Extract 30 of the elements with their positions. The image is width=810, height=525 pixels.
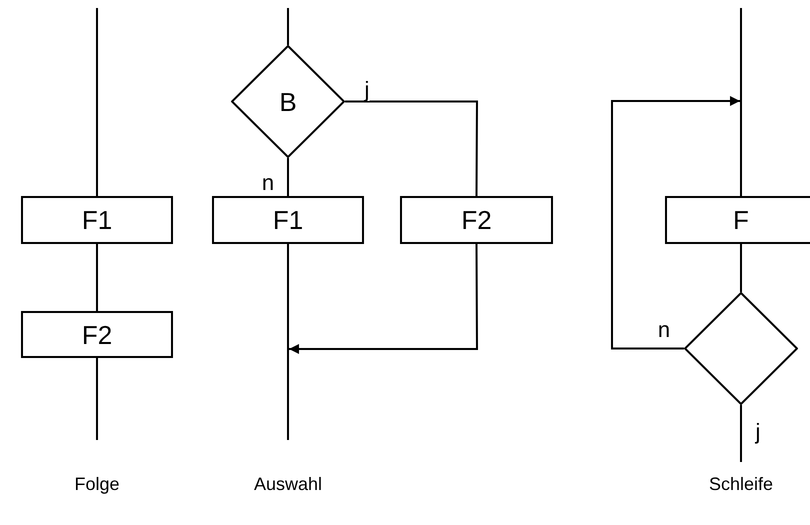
connector-line: [96, 244, 98, 311]
connector-line: [740, 405, 742, 462]
connector-line: [96, 8, 98, 196]
process-box: [400, 196, 553, 244]
connector-line: [345, 100, 478, 196]
edge-label: j: [756, 421, 760, 443]
connector-line: [96, 358, 98, 440]
process-box: [665, 196, 810, 244]
process-box: [21, 196, 173, 244]
process-box: [21, 311, 173, 358]
node-text: B: [279, 88, 297, 114]
node-text: F1: [272, 207, 304, 233]
connector-line: [287, 158, 289, 196]
caption-text: Schleife: [708, 475, 774, 493]
connector-line: [287, 8, 289, 45]
node-text: F: [733, 207, 749, 233]
node-text: F1: [82, 207, 112, 233]
connector-line: [740, 244, 742, 292]
caption-text: Auswahl: [254, 475, 322, 493]
connector-line: [287, 244, 289, 440]
arrow: [611, 96, 740, 350]
decision-diamond: [231, 45, 345, 158]
arrow: [289, 244, 478, 354]
caption-text: Folge: [74, 475, 120, 493]
edge-label: j: [364, 79, 370, 101]
node-text: F2: [461, 207, 492, 233]
process-box: [212, 196, 364, 244]
connector-line: [740, 8, 742, 196]
decision-diamond: [684, 292, 798, 405]
node-text: F2: [82, 322, 112, 348]
